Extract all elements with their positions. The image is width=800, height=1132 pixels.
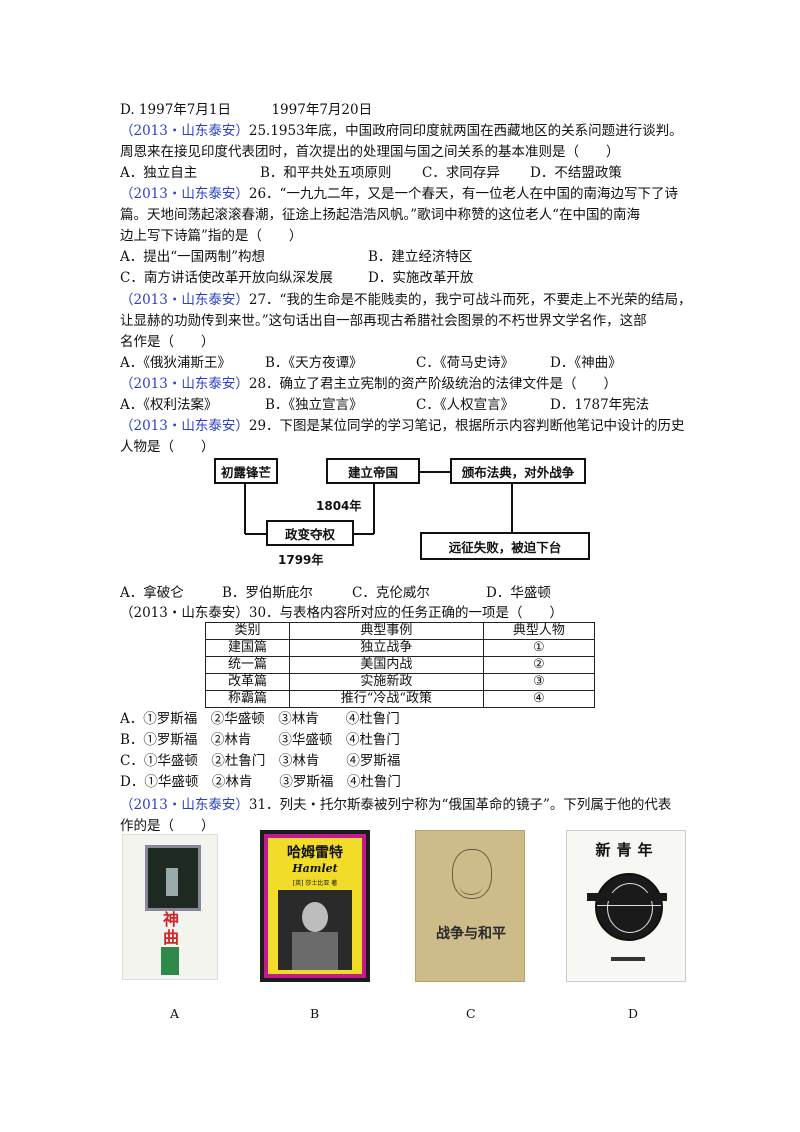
cover-d-banner [587, 893, 667, 901]
table-cell: 独立战争 [288, 639, 484, 657]
q26-line1: （2013・山东泰安）26．“一九九二年，又是一个春天，有一位老人在中国的南海边… [120, 186, 678, 202]
q27-option-b: B．《天方夜谭》 [265, 355, 363, 371]
q29-option-c: C．克伦威尔 [352, 585, 430, 601]
box-coup: 政变夺权 [266, 520, 354, 546]
q26-line2: 篇。天地间荡起滚滚春潮，征途上扬起浩浩风帆。”歌词中称赞的这位老人“在中国的南海 [120, 207, 641, 223]
box-defeat: 远征失败，被迫下台 [420, 532, 590, 560]
q25-line1: （2013・山东泰安）25.1953年底，中国政府同印度就两国在西藏地区的关系问… [120, 123, 683, 139]
q25-source: （2013・山东泰安） [120, 123, 249, 139]
q26-option-d: D．实施改革开放 [368, 270, 474, 286]
cover-d-footer-mark [611, 957, 645, 961]
q29-option-a: A．拿破仑 [120, 585, 184, 601]
q26-option-c: C．南方讲话使改革开放向纵深发展 [120, 270, 333, 286]
cover-a-title: 神曲 [162, 910, 179, 947]
q26-line3: 边上写下诗篇”指的是（ ） [120, 228, 303, 244]
q28-option-d: D．1787年宪法 [550, 397, 650, 413]
q29-line1: （2013・山东泰安）29．下图是某位同学的学习笔记，根据所示内容判断他笔记中设… [120, 418, 685, 434]
q27-option-a: A．《俄狄浦斯王》 [120, 355, 231, 371]
napoleon-flow-diagram: 初露锋芒 建立帝国 颁布法典，对外战争 政变夺权 远征失败，被迫下台 1804年… [214, 452, 594, 582]
cover-c-title: 战争与和平 [436, 926, 506, 942]
q27-source: （2013・山东泰安） [120, 292, 249, 308]
cover-b-title: 哈姆雷特 [287, 845, 343, 861]
cover-d-new-youth: 新青年 [566, 830, 686, 982]
box-early-rise: 初露锋芒 [214, 458, 278, 484]
q30-option-a: A．①罗斯福 ②华盛顿 ③林肯 ④杜鲁门 [120, 711, 400, 727]
cover-b-portrait [278, 890, 352, 970]
table-cell: ② [482, 656, 596, 674]
q28-line1: （2013・山东泰安）28．确立了君主立宪制的资产阶级统治的法律文件是（ ） [120, 376, 618, 392]
q24-option-d: D. 1997年7月1日 1997年7月20日 [120, 102, 373, 118]
cover-b-hamlet: 哈姆雷特 Hamlet [英] 莎士比亚 著 [260, 830, 370, 982]
table-cell: 实施新政 [288, 673, 484, 691]
table-header: 典型人物 [482, 622, 596, 640]
table-cell: ③ [482, 673, 596, 691]
cover-b-author: [英] 莎士比亚 著 [292, 880, 338, 887]
table-header-row: 类别 典型事例 典型人物 [205, 622, 596, 640]
q27-line3: 名作是（ ） [120, 334, 215, 350]
year-1799: 1799年 [278, 553, 324, 567]
q31-source: （2013・山东泰安） [120, 797, 249, 813]
q27-line2: 让显赫的功勋传到来世。”这句话出自一部再现古希腊社会图景的不朽世界文学名作，这部 [120, 313, 647, 329]
q26-option-a: A．提出“一国两制”构想 [120, 249, 266, 265]
table-header: 典型事例 [288, 622, 484, 640]
q27-option-d: D．《神曲》 [550, 355, 622, 371]
box-found-empire: 建立帝国 [326, 458, 420, 484]
cover-a-divine-comedy: 神曲 [122, 834, 218, 980]
q26-option-b: B．建立经济特区 [368, 249, 473, 265]
q30-source: （2013・山东泰安） [120, 605, 249, 621]
table-cell: 美国内战 [288, 656, 484, 674]
table-cell: 称霸篇 [205, 690, 290, 708]
q25-option-b: B．和平共处五项原则 [260, 165, 392, 181]
q25-option-c: C．求同存异 [422, 165, 500, 181]
q25-line2: 周恩来在接见印度代表团时，首次提出的处理国与国之间关系的基本准则是（ ） [120, 144, 620, 160]
cover-d-title: 新青年 [595, 841, 659, 859]
q28-option-c: C．《人权宣言》 [416, 397, 515, 413]
q31-line1: （2013・山东泰安）31．列夫・托尔斯泰被列宁称为“俄国革命的镜子”。下列属于… [120, 797, 672, 813]
q29-line2: 人物是（ ） [120, 439, 215, 455]
q30-option-c: C．①华盛顿 ②杜鲁门 ③林肯 ④罗斯福 [120, 753, 401, 769]
q26-source: （2013・山东泰安） [120, 186, 249, 202]
table-row: 建国篇 独立战争 ① [205, 639, 596, 657]
table-cell: 统一篇 [205, 656, 290, 674]
cover-a-art [145, 845, 201, 911]
caption-c: C [466, 1006, 476, 1021]
q28-option-a: A．《权利法案》 [120, 397, 218, 413]
q28-option-b: B．《独立宣言》 [265, 397, 363, 413]
cover-c-war-and-peace: 战争与和平 [415, 830, 525, 982]
table-row: 改革篇 实施新政 ③ [205, 673, 596, 691]
caption-a: A [170, 1006, 180, 1021]
q30-line1: （2013・山东泰安）30．与表格内容所对应的任务正确的一项是（ ） [120, 605, 564, 621]
table-row: 称霸篇 推行“冷战“政策 ④ [205, 690, 596, 708]
caption-d: D [628, 1006, 639, 1021]
table-cell: 建国篇 [205, 639, 290, 657]
table-cell: 改革篇 [205, 673, 290, 691]
q31-line2: 作的是（ ） [120, 818, 215, 834]
q29-option-b: B．罗伯斯庇尔 [222, 585, 313, 601]
cover-b-subtitle: Hamlet [292, 862, 338, 875]
table-cell: ① [482, 639, 596, 657]
us-presidents-table: 类别 典型事例 典型人物 建国篇 独立战争 ① 统一篇 美国内战 ② 改革篇 实… [205, 622, 596, 708]
q25-option-a: A．独立自主 [120, 165, 198, 181]
q29-option-d: D．华盛顿 [486, 585, 551, 601]
table-cell: ④ [482, 690, 596, 708]
cover-a-green-bar [161, 947, 179, 975]
cover-c-portrait-sketch [452, 849, 492, 899]
table-header: 类别 [205, 622, 290, 640]
q25-option-d: D．不结盟政策 [530, 165, 622, 181]
box-code-and-war: 颁布法典，对外战争 [450, 458, 586, 484]
year-1804: 1804年 [316, 499, 362, 513]
cover-d-globe [595, 873, 663, 941]
q30-option-d: D．①华盛顿 ②林肯 ③罗斯福 ④杜鲁门 [120, 774, 401, 790]
table-cell: 推行“冷战“政策 [288, 690, 484, 708]
cover-b-yellow-panel: 哈姆雷特 Hamlet [英] 莎士比亚 著 [268, 838, 362, 974]
q27-option-c: C．《荷马史诗》 [416, 355, 515, 371]
caption-b: B [310, 1006, 320, 1021]
q28-source: （2013・山东泰安） [120, 376, 249, 392]
q29-source: （2013・山东泰安） [120, 418, 249, 434]
q27-line1: （2013・山东泰安）27．“我的生命是不能贱卖的，我宁可战斗而死，不要走上不光… [120, 292, 692, 308]
q30-option-b: B．①罗斯福 ②林肯 ③华盛顿 ④杜鲁门 [120, 732, 400, 748]
table-row: 统一篇 美国内战 ② [205, 656, 596, 674]
